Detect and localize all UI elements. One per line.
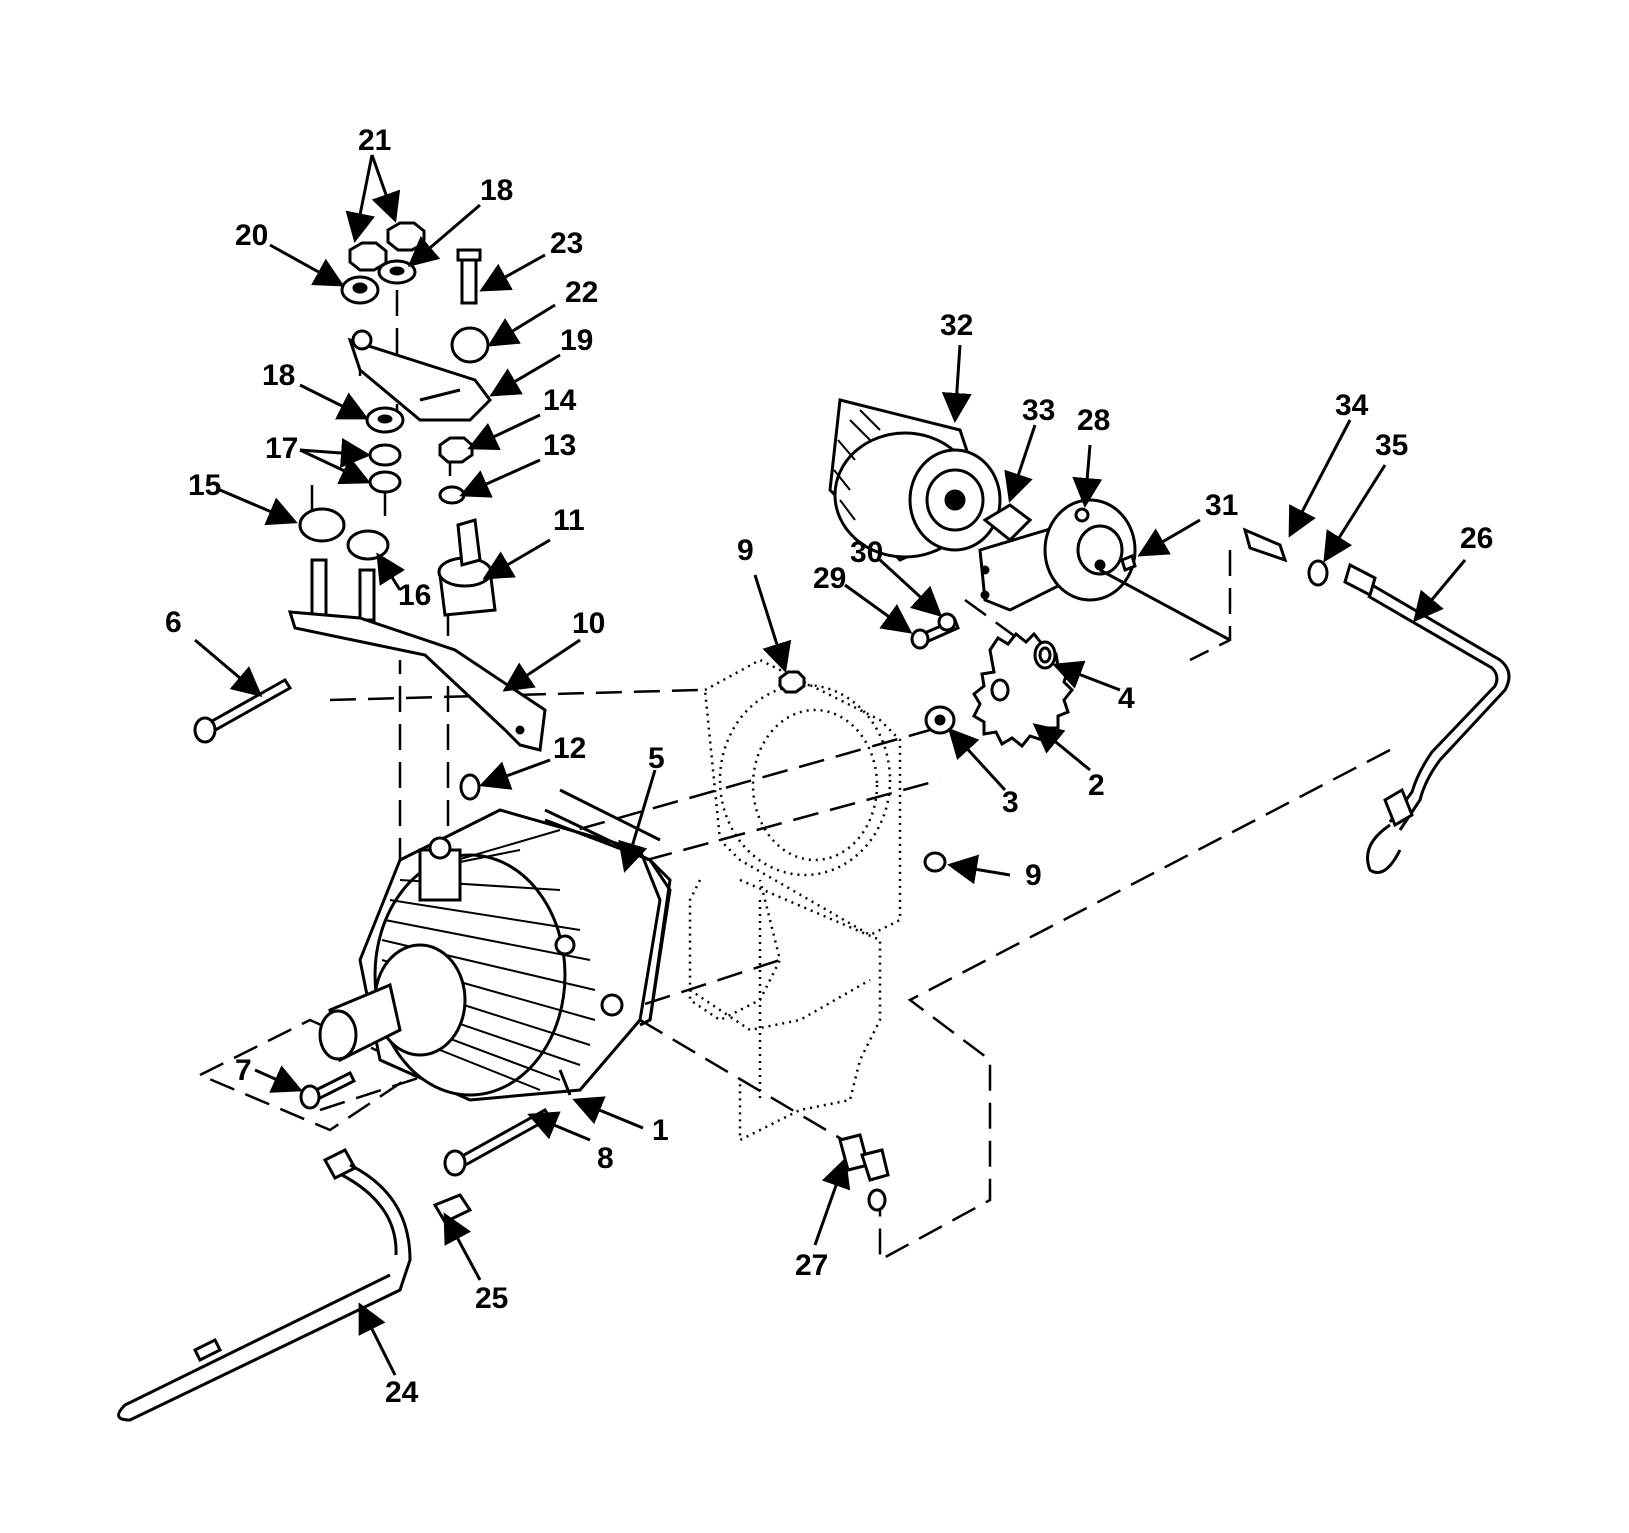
callout-23: 23 [550, 227, 583, 260]
oil-pump [978, 498, 1231, 642]
callout-2: 2 [1088, 769, 1105, 802]
callout-4: 4 [1118, 682, 1135, 715]
callout-21: 21 [358, 124, 391, 157]
gearbox-housing [318, 788, 672, 1102]
callout-27: 27 [795, 1249, 828, 1282]
callout-24: 24 [385, 1376, 419, 1409]
callout-18-top: 18 [480, 174, 513, 207]
o-ring-35 [1307, 559, 1329, 587]
callout-31: 31 [1205, 489, 1238, 522]
callout-22: 22 [565, 276, 598, 309]
callout-10: 10 [572, 607, 605, 640]
blower-housing [688, 658, 902, 1143]
callout-13: 13 [543, 429, 576, 462]
callout-3: 3 [1002, 786, 1019, 819]
mounting-bracket-assembly [193, 221, 547, 801]
callout-20: 20 [235, 219, 268, 252]
fitting-34 [1242, 527, 1288, 563]
callout-29: 29 [813, 562, 846, 595]
callout-14: 14 [543, 384, 577, 417]
callout-5: 5 [648, 742, 665, 775]
callout-6: 6 [165, 606, 182, 639]
callout-34: 34 [1335, 389, 1369, 422]
callout-35: 35 [1375, 429, 1408, 462]
callout-labels: 1 2 3 4 5 6 7 8 9 9 10 11 12 13 14 15 16… [165, 124, 1493, 1409]
callout-25: 25 [475, 1282, 508, 1315]
oil-filter-assembly [828, 398, 1002, 562]
washer-30 [937, 612, 957, 632]
callout-19: 19 [560, 324, 593, 357]
fitting-25 [432, 1193, 473, 1224]
callout-12: 12 [553, 732, 586, 765]
gear [972, 631, 1075, 749]
fitting-27 [838, 1133, 890, 1212]
leader-lines [194, 154, 1467, 1376]
callout-16: 16 [398, 579, 431, 612]
callout-9-top: 9 [737, 534, 754, 567]
tube-26 [1343, 562, 1511, 874]
callout-33: 33 [1022, 394, 1055, 427]
callout-1: 1 [652, 1114, 669, 1147]
callout-18-lower: 18 [262, 359, 295, 392]
callout-7: 7 [235, 1054, 252, 1087]
callout-9-right: 9 [1025, 859, 1042, 892]
callout-11: 11 [553, 504, 585, 537]
nut-9-right [923, 851, 947, 873]
nut-9-top [778, 670, 806, 694]
callout-15: 15 [188, 469, 221, 502]
assembly-lines [197, 290, 1391, 1263]
screw-31 [1120, 553, 1137, 573]
callout-8: 8 [597, 1142, 614, 1175]
callout-32: 32 [940, 309, 973, 342]
tube-24 [117, 1148, 412, 1422]
gasket [544, 818, 672, 1027]
callout-30: 30 [850, 536, 883, 569]
callout-28: 28 [1077, 404, 1110, 437]
callout-26: 26 [1460, 522, 1493, 555]
callout-17: 17 [265, 432, 298, 465]
